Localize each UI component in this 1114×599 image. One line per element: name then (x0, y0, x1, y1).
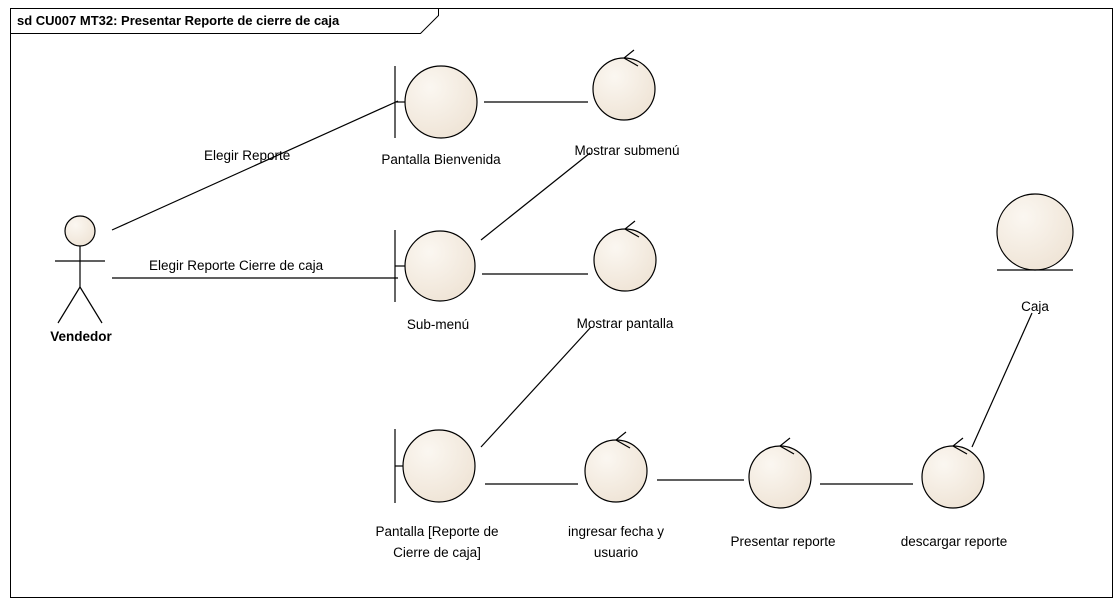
boundary-label: Pantalla Bienvenida (381, 152, 501, 167)
actor-icon (55, 215, 105, 324)
boundary-sub-menu[interactable]: Sub-menú (394, 230, 476, 332)
entity-icon (996, 193, 1074, 271)
boundary-pantalla-bienvenida[interactable]: Pantalla Bienvenida (381, 65, 501, 167)
control-mostrar-submenu[interactable]: Mostrar submenú (574, 49, 680, 158)
edge-pantalla-reporte-to-mostrar-pantalla[interactable] (480, 326, 592, 448)
control-label: descargar reporte (901, 534, 1008, 549)
frame-title: sd CU007 MT32: Presentar Reporte de cier… (17, 13, 340, 28)
edge-descargar-reporte-to-caja[interactable] (971, 312, 1033, 448)
boundary-icon (394, 65, 478, 139)
control-label: Mostrar submenú (574, 143, 679, 158)
edges (111, 100, 1033, 485)
control-icon (748, 437, 812, 509)
edge-label-elegir-reporte: Elegir Reporte (204, 148, 290, 163)
control-label: Mostrar pantalla (577, 316, 674, 331)
boundary-label-line-2: Cierre de caja] (393, 545, 481, 560)
entity-caja[interactable]: Caja (996, 193, 1074, 314)
boundary-icon (394, 429, 476, 503)
edge-label-elegir-reporte-cierre: Elegir Reporte Cierre de caja (149, 258, 324, 273)
diagram-frame: sd CU007 MT32: Presentar Reporte de cier… (10, 8, 1113, 598)
frame-title-tab (10, 8, 439, 34)
control-mostrar-pantalla[interactable]: Mostrar pantalla (577, 220, 674, 331)
control-icon (921, 437, 985, 509)
edge-sub-menu-to-mostrar-submenu[interactable] (480, 152, 591, 241)
control-icon (593, 220, 657, 292)
edge-actor-to-pantalla-bienvenida[interactable] (111, 100, 399, 231)
control-icon (592, 49, 656, 121)
actor-vendedor[interactable]: Vendedor (50, 215, 113, 344)
control-label-line-1: ingresar fecha y (568, 524, 664, 539)
boundary-pantalla-reporte[interactable]: Pantalla [Reporte de Cierre de caja] (375, 429, 499, 560)
control-presentar-reporte[interactable]: Presentar reporte (730, 437, 836, 549)
control-icon (584, 431, 648, 503)
boundary-label: Sub-menú (407, 317, 469, 332)
actor-label: Vendedor (50, 329, 112, 344)
boundary-label-line-1: Pantalla [Reporte de (375, 524, 498, 539)
control-label: Presentar reporte (730, 534, 835, 549)
control-ingresar-fecha[interactable]: ingresar fecha y usuario (568, 431, 664, 560)
control-label-line-2: usuario (594, 545, 638, 560)
control-descargar-reporte[interactable]: descargar reporte (901, 437, 1008, 549)
entity-label: Caja (1021, 299, 1049, 314)
boundary-icon (394, 230, 476, 302)
